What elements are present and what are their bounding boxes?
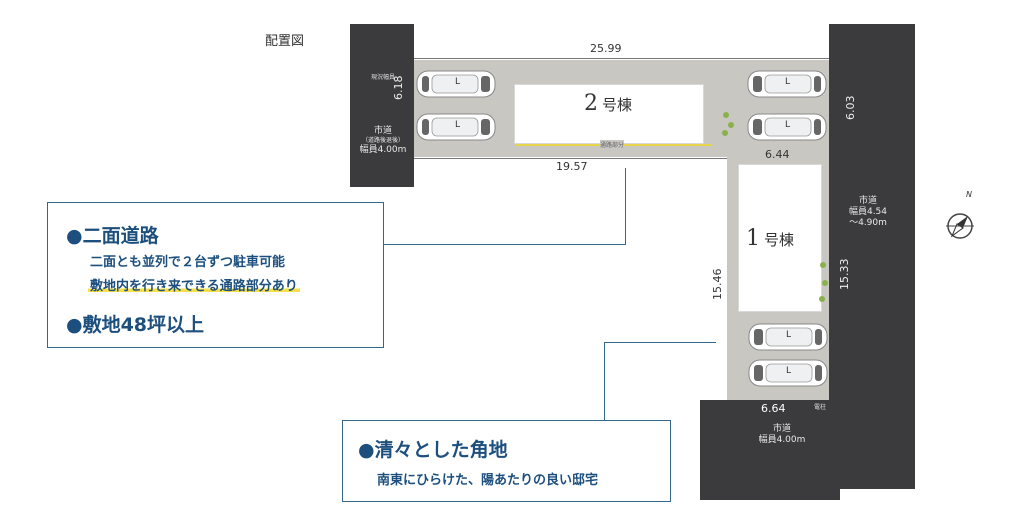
utility-pole-label: 電柱 bbox=[814, 404, 827, 411]
building-1-suffix: 号棟 bbox=[764, 231, 795, 249]
dim-mid-bottom: 19.57 bbox=[556, 160, 588, 173]
leader-line bbox=[604, 342, 716, 343]
leader-line bbox=[383, 244, 626, 245]
car-icon bbox=[416, 70, 496, 98]
left-road bbox=[350, 24, 414, 187]
car-icon bbox=[748, 359, 828, 387]
plant-icon bbox=[822, 280, 828, 286]
car-letter: L bbox=[786, 330, 792, 340]
leader-line bbox=[625, 168, 626, 245]
car-icon bbox=[748, 323, 828, 351]
existing-width-label: 現況幅員 bbox=[371, 74, 396, 81]
info-box-2: ●清々とした角地 南東にひらけた、陽あたりの良い邸宅 bbox=[342, 420, 671, 502]
right-road-width2: ～4.90m bbox=[849, 218, 887, 228]
car-letter: L bbox=[455, 120, 461, 130]
bottom-road-width: 幅員4.00m bbox=[758, 435, 806, 445]
box2-heading: ●清々とした角地 bbox=[358, 439, 508, 461]
dim-right-upper: 6.03 bbox=[844, 95, 857, 121]
left-road-note: （道路後退後） bbox=[361, 137, 404, 144]
building-1-number: 1 bbox=[746, 226, 760, 251]
bottom-road bbox=[700, 400, 840, 500]
dim-bottom: 6.64 bbox=[761, 402, 786, 415]
car-letter: L bbox=[785, 120, 791, 130]
left-road-width: 幅員4.00m bbox=[359, 145, 407, 155]
dim-lot1-left: 15.46 bbox=[711, 268, 724, 301]
right-road-width1: 幅員4.54 bbox=[848, 207, 888, 217]
passage-label: 通路部分 bbox=[600, 140, 625, 149]
info-box-1: ●二面道路 二面とも並列で２台ずつ駐車可能 敷地内を行き来できる通路部分あり ●… bbox=[47, 202, 384, 348]
plant-icon bbox=[820, 262, 826, 268]
box1-line2-text: 敷地内を行き来できる通路部分あり bbox=[88, 279, 300, 294]
car-icon bbox=[416, 113, 496, 141]
compass-north-label: N bbox=[966, 190, 972, 199]
car-icon bbox=[747, 70, 827, 98]
bottom-road-name: 市道 bbox=[772, 424, 791, 434]
right-road bbox=[829, 24, 915, 489]
building-2-number: 2 bbox=[584, 91, 598, 116]
box1-line2: 敷地内を行き来できる通路部分あり bbox=[88, 275, 300, 294]
dim-lot1-right: 15.33 bbox=[838, 258, 851, 291]
right-road-label: 市道 幅員4.54 ～4.90m bbox=[838, 196, 898, 229]
top-dimension-line bbox=[414, 58, 829, 59]
dim-inner: 6.44 bbox=[765, 148, 790, 161]
right-road-name: 市道 bbox=[858, 196, 877, 206]
car-letter: L bbox=[455, 77, 461, 87]
car-icon bbox=[747, 113, 827, 141]
plant-icon bbox=[819, 296, 825, 302]
dim-top: 25.99 bbox=[590, 42, 622, 55]
left-road-label: 市道 （道路後退後） 幅員4.00m bbox=[356, 126, 410, 156]
plant-icon bbox=[723, 112, 729, 118]
box1-heading1: ●二面道路 bbox=[66, 225, 159, 247]
box1-line1: 二面とも並列で２台ずつ駐車可能 bbox=[90, 255, 286, 270]
diagram-title: 配置図 bbox=[265, 34, 305, 49]
box2-line: 南東にひらけた、陽あたりの良い邸宅 bbox=[377, 473, 599, 488]
leader-line bbox=[604, 342, 605, 420]
plant-icon bbox=[728, 122, 734, 128]
car-letter: L bbox=[786, 366, 792, 376]
bottom-road-label: 市道 幅員4.00m bbox=[752, 424, 812, 446]
box1-heading2: ●敷地48坪以上 bbox=[66, 314, 205, 336]
left-road-name: 市道 bbox=[373, 126, 392, 136]
building-1 bbox=[738, 164, 822, 312]
building-2-suffix: 号棟 bbox=[602, 96, 633, 114]
mid-dimension-line bbox=[414, 158, 727, 159]
plant-icon bbox=[722, 130, 728, 136]
car-letter: L bbox=[785, 77, 791, 87]
building-2 bbox=[514, 84, 704, 144]
compass-icon bbox=[946, 213, 974, 239]
